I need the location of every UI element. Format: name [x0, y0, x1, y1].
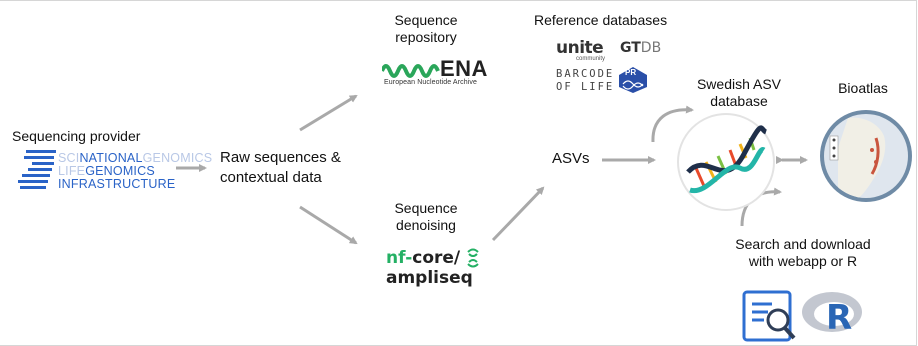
arrow-raw-to-denoising — [299, 205, 358, 245]
r-language-letter: R — [826, 298, 853, 338]
gtdb-logo-light: DB — [640, 40, 662, 56]
raw-sequences-line1: Raw sequences & — [220, 149, 341, 166]
bioatlas-map-icon[interactable] — [818, 108, 914, 204]
nf-core-ampliseq-logo: nf-core/ ampliseq — [386, 248, 473, 288]
swedish-asv-line2: database — [710, 93, 768, 109]
unite-logo-text: unite — [556, 38, 604, 58]
ngi-logo: SCINATIONALGENOMICS LIFEGENOMICS INFRAST… — [18, 148, 212, 192]
unite-logo: unite — [556, 38, 604, 58]
raw-sequences-line2: contextual data — [220, 169, 322, 186]
ngi-logo-national: NATIONAL — [79, 151, 143, 165]
sequence-repository-line1: Sequence — [394, 12, 458, 28]
raw-sequences-label: Raw sequences & contextual data — [220, 148, 341, 188]
nf-core-logo-core: core/ — [412, 248, 461, 268]
ena-logo-subtitle: European Nucleotide Archive — [384, 79, 477, 86]
swedish-asv-label: Swedish ASV database — [684, 76, 794, 110]
ena-logo: ENA European Nucleotide Archive — [380, 56, 520, 86]
barcode-of-life-line2: OF LIFE — [556, 81, 615, 93]
pr2-logo-text: PR — [625, 68, 637, 77]
bioatlas-label: Bioatlas — [838, 80, 888, 96]
sequence-denoising-label: Sequence denoising — [376, 200, 476, 234]
ngi-logo-prefix-2: LIFE — [58, 164, 86, 178]
gtdb-logo: GTDB — [620, 40, 661, 56]
nf-core-logo-nf: nf- — [386, 248, 413, 268]
barcode-of-life-line1: BARCODE — [556, 68, 615, 80]
sequence-denoising-line2: denoising — [396, 217, 456, 233]
search-download-line1: Search and download — [735, 236, 871, 252]
dna-helix-icon — [677, 113, 775, 211]
ngi-logo-prefix-1: SCI — [58, 151, 80, 165]
barcode-of-life-logo: BARCODE OF LIFE — [556, 68, 614, 94]
search-download-label: Search and download with webapp or R — [728, 236, 878, 270]
ampliseq-apple-icon — [467, 248, 479, 268]
sequencing-provider-title: Sequencing provider — [12, 128, 141, 144]
sequence-repository-line2: repository — [395, 29, 457, 45]
swedish-asv-line1: Swedish ASV — [696, 76, 782, 92]
r-language-icon[interactable] — [800, 290, 866, 342]
arrow-denoising-to-asvs — [491, 186, 545, 242]
ngi-logo-infrastructure: INFRASTRUCTURE — [58, 177, 176, 191]
pr2-logo-icon — [619, 67, 647, 93]
ngi-logo-suffix-1: GENOMICS — [142, 151, 213, 165]
ena-logo-text: ENA — [440, 56, 488, 81]
sequence-repository-label: Sequence repository — [376, 12, 476, 46]
nf-core-logo-ampliseq: ampliseq — [386, 268, 473, 288]
ngi-logo-genomics: GENOMICS — [85, 164, 155, 178]
gtdb-logo-bold: GT — [620, 40, 641, 56]
search-download-line2: with webapp or R — [748, 253, 858, 269]
webapp-search-icon[interactable] — [742, 288, 802, 344]
reference-databases-title: Reference databases — [534, 12, 668, 28]
arrow-reference-to-swedish — [651, 105, 694, 143]
reference-databases-logos: unite community GTDB BARCODE OF LIFE PR — [556, 38, 666, 98]
ena-wave-icon — [382, 64, 440, 78]
asvs-label: ASVs — [552, 150, 590, 167]
arrow-raw-to-repository — [299, 94, 358, 132]
unite-logo-subtitle: community — [576, 56, 606, 62]
sequence-denoising-line1: Sequence — [394, 200, 458, 216]
ngi-stripes-icon — [18, 150, 56, 189]
